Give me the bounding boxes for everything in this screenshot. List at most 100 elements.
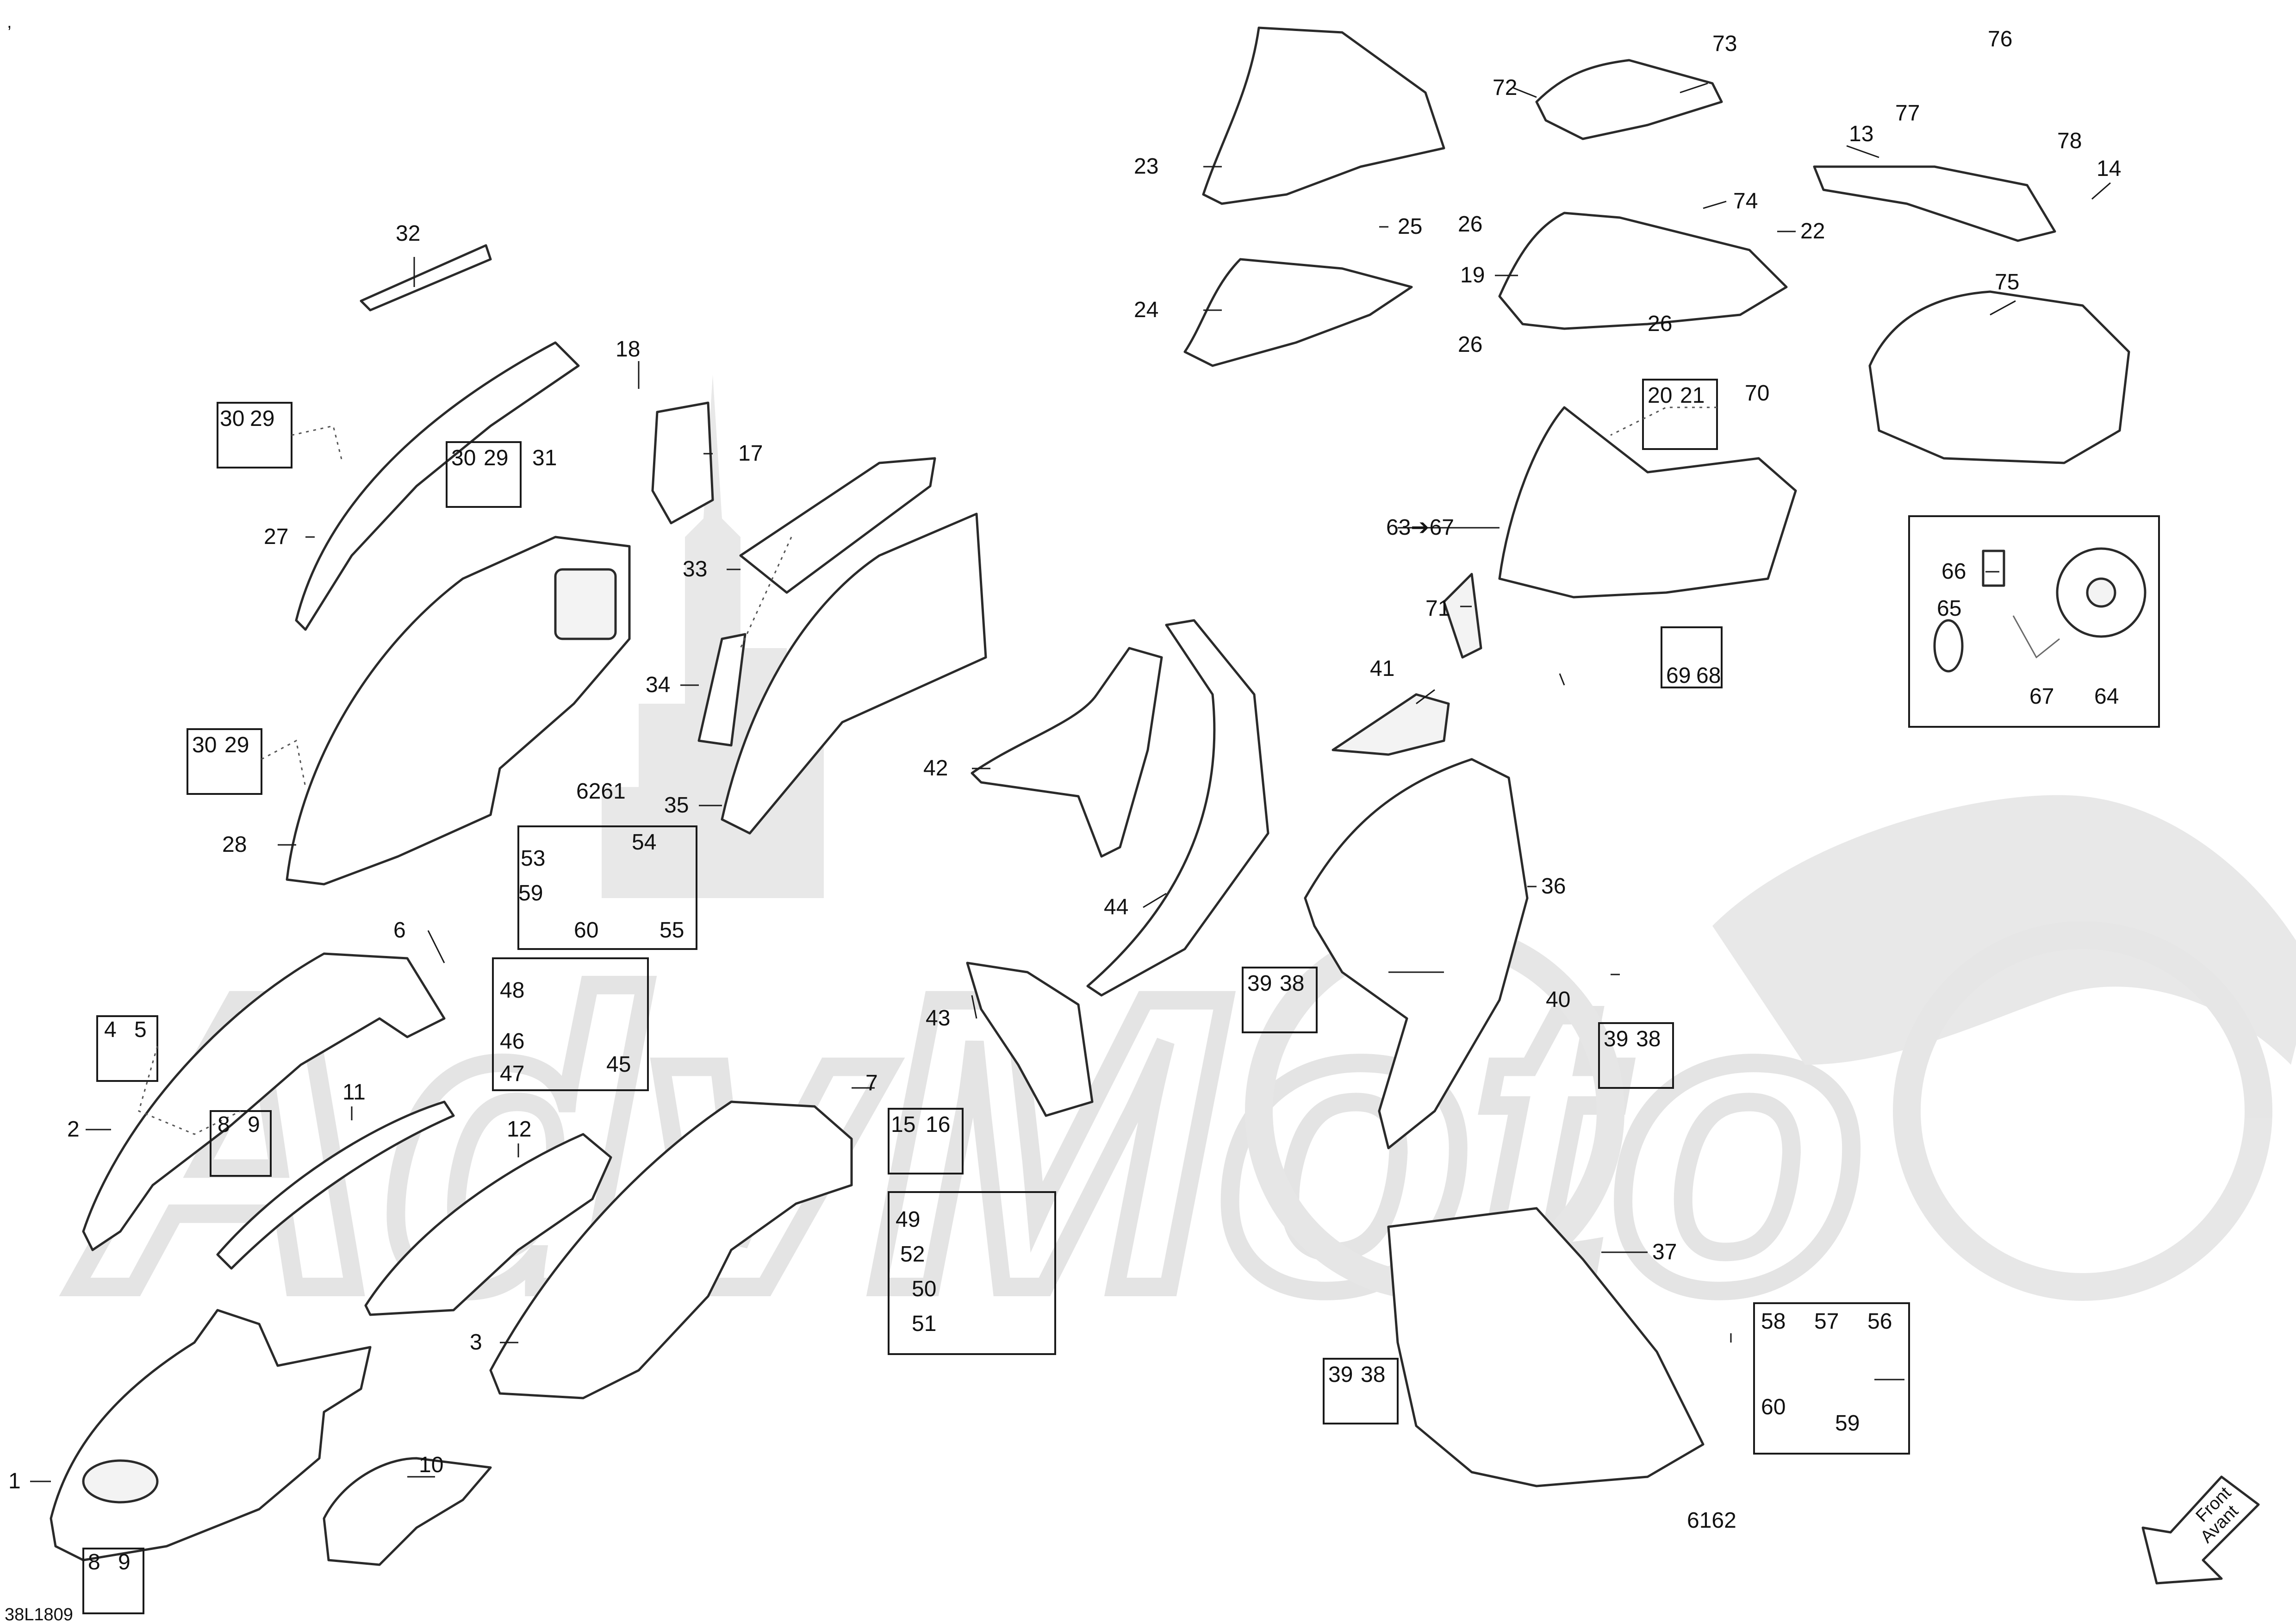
callout-54: 54 [632,830,656,855]
callout-59a: 59 [518,881,543,906]
inset-box-49-52 [888,1191,1056,1355]
link-20 [1610,406,1717,436]
callout-18: 18 [616,337,640,362]
callout-23: 23 [1134,154,1158,179]
callout-45: 45 [606,1052,631,1077]
part-41-grille [1332,693,1450,756]
part-10-seat-pad [323,1457,492,1566]
callout-32: 32 [396,221,420,246]
callout-43: 43 [926,1006,950,1031]
inset-bulb-box [1908,515,2160,728]
callout-66: 66 [1941,559,1966,584]
callout-74: 74 [1733,189,1758,213]
callout-30c: 30 [192,733,217,757]
hw-box-29-30-c [187,728,262,795]
part-32-top-trim [360,244,492,312]
part-28-window [554,568,617,640]
callout-7: 7 [865,1071,878,1095]
callout-56: 56 [1867,1309,1892,1334]
part-33-upper-liner [739,457,936,594]
callout-9a: 9 [248,1112,260,1137]
inset-box-56-60 [1753,1302,1910,1455]
part-1-ignition-hole [82,1459,159,1504]
callout-9b: 9 [118,1550,131,1574]
part-12-side-panel [364,1133,612,1316]
part-72-top-cover [1535,59,1723,140]
watermark-motorcycle-silhouette [1712,795,2296,1065]
callout-48: 48 [500,978,524,1003]
link-30-27 [291,425,343,463]
callout-2: 2 [67,1117,80,1142]
callout-10: 10 [419,1453,443,1477]
callout-25: 25 [1398,214,1422,239]
callout-26c: 26 [1458,332,1482,357]
callout-15: 15 [891,1112,915,1137]
callout-36: 36 [1541,874,1566,899]
callout-12: 12 [507,1117,531,1142]
hw-box-15-16 [888,1108,964,1174]
part-37-lower-cowl [1387,1207,1705,1487]
part-66-label [1982,550,2005,587]
callout-60a: 60 [574,918,598,943]
inset-box-68-69 [1661,626,1723,688]
hw-box-38-39-c [1323,1358,1399,1424]
callout-8a: 8 [218,1112,230,1137]
callout-5: 5 [134,1018,147,1042]
part-2-side-panel [82,952,446,1251]
callout-13: 13 [1849,122,1873,146]
callout-51: 51 [912,1312,936,1336]
part-42-duct [971,647,1163,858]
part-67-clip [2012,615,2060,659]
callout-30a: 30 [220,406,244,431]
part-17-reservoir [651,401,714,525]
part-3-lower-side-fairing [489,1100,853,1399]
inset-box-45-48 [492,957,649,1091]
callout-60b: 60 [1761,1395,1786,1419]
part-43-air-box [966,962,1094,1117]
callout-40: 40 [1546,987,1570,1012]
hw-box-38-39-b [1598,1022,1674,1089]
part-71-side-vent [1443,573,1482,659]
callout-38c: 38 [1361,1362,1385,1387]
callout-21: 21 [1680,383,1705,408]
callout-77: 77 [1895,101,1920,125]
callout-38b: 38 [1636,1027,1661,1051]
callout-6261: 6261 [576,779,626,804]
callout-42: 42 [923,756,948,781]
part-11-trim-strip [216,1100,455,1270]
callout-39a: 39 [1247,971,1272,996]
callout-76: 76 [1988,27,2012,51]
part-27-upper-side-trim [295,341,580,631]
hw-box-20-21 [1642,379,1718,450]
part-19-headlight-support [1498,212,1788,330]
callout-57: 57 [1814,1309,1839,1334]
link-34 [740,537,792,649]
callout-31: 31 [532,446,557,470]
callout-70: 70 [1745,381,1769,406]
callout-58: 58 [1761,1309,1786,1334]
hw-box-29-30-b [446,441,522,508]
callout-38a: 38 [1280,971,1304,996]
callout-75: 75 [1995,270,2019,294]
callout-64: 64 [2094,684,2119,709]
callout-47: 47 [500,1062,524,1086]
callout-1: 1 [8,1469,21,1493]
callout-53: 53 [521,846,545,871]
part-36-front-panel [1304,758,1529,1149]
callout-50: 50 [912,1277,936,1301]
callout-34: 34 [646,673,670,697]
callout-8b: 8 [88,1550,100,1574]
callout-59b: 59 [1835,1411,1860,1436]
callout-68: 68 [1696,663,1721,688]
link-30-28 [261,739,306,787]
leader-lines [30,82,2111,1482]
part-63-headlight-assembly [1498,406,1797,599]
front-direction-arrow: Front Avant [2141,1475,2260,1585]
callout-29a: 29 [250,406,274,431]
part-35-large-liner [721,512,987,835]
callout-39c: 39 [1328,1362,1353,1387]
callout-19: 19 [1460,263,1485,287]
callout-49: 49 [896,1207,920,1232]
callout-44: 44 [1104,895,1128,919]
